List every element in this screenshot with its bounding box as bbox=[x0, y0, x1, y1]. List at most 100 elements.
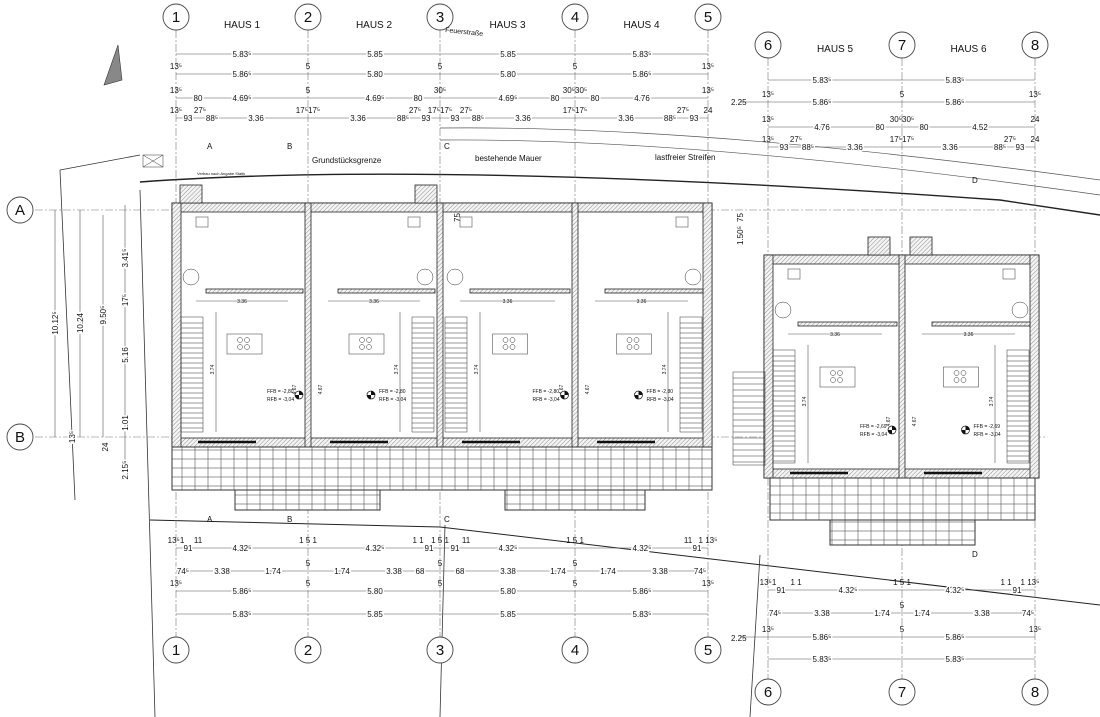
axis-label: 8 bbox=[1031, 684, 1039, 701]
tank bbox=[774, 301, 792, 319]
dim-label: 1.01 bbox=[121, 415, 130, 431]
dim-label: 17⁵ bbox=[121, 294, 130, 306]
dim-label: 1.74 bbox=[334, 567, 350, 576]
raw-floor-level: RFB = -3,04 bbox=[533, 397, 560, 403]
dim-label: 93 bbox=[184, 114, 193, 123]
dim-label: 17⁵17⁵ bbox=[296, 106, 320, 115]
dim-label: 1.74 bbox=[265, 567, 281, 576]
tank bbox=[446, 268, 464, 286]
dim-label: 88⁵ bbox=[206, 114, 218, 123]
axis-marker-5-top: 5 bbox=[694, 3, 722, 31]
kitchen-island bbox=[943, 366, 979, 388]
dim-label: 13⁵ bbox=[1029, 625, 1041, 634]
stair-length-dim: 3.74 bbox=[662, 364, 668, 374]
dim-label: 4.69⁵ bbox=[499, 94, 518, 103]
dim-label: 5 bbox=[900, 625, 905, 634]
side-dim-75b: 75 bbox=[453, 213, 462, 222]
dim-label: 9.50⁵ bbox=[99, 306, 108, 325]
dim-label: 91 bbox=[1013, 586, 1022, 595]
party-wall bbox=[571, 202, 579, 448]
room-width-dim: 3.36 bbox=[830, 332, 840, 338]
axis-label: 3 bbox=[436, 642, 444, 659]
staircase bbox=[411, 316, 435, 433]
dim-label: 13⁵ bbox=[170, 579, 182, 588]
depth-dim: 4.67 bbox=[559, 384, 565, 394]
room-width-dim: 3.36 bbox=[237, 299, 247, 305]
dim-label: 1 5 1 bbox=[893, 578, 911, 587]
shoring-label: Verbau nach Angabe Statik bbox=[197, 171, 245, 176]
axis-marker-4-top: 4 bbox=[561, 3, 589, 31]
axis-label: 8 bbox=[1031, 37, 1039, 54]
lightwell bbox=[909, 236, 933, 256]
axis-marker-3-bottom: 3 bbox=[426, 636, 454, 664]
street-label: Feuerstraße bbox=[445, 27, 484, 38]
dim-label: 93 bbox=[451, 114, 460, 123]
stair-length-dim: 3.74 bbox=[394, 364, 400, 374]
dim-label: 68 bbox=[416, 567, 425, 576]
dim-label: 10.24 bbox=[76, 312, 85, 333]
dim-label: 13⁵1 bbox=[168, 536, 185, 545]
north-arrow-icon bbox=[103, 44, 123, 86]
axis-marker-5-bottom: 5 bbox=[694, 636, 722, 664]
tank bbox=[1011, 301, 1029, 319]
axis-marker-6-top: 6 bbox=[754, 31, 782, 59]
dim-label: 5 bbox=[438, 579, 443, 588]
dim-label: 27⁵ bbox=[1004, 135, 1016, 144]
dim-label: 13⁵ bbox=[68, 431, 77, 443]
tank bbox=[684, 268, 702, 286]
dim-label: 3.38 bbox=[652, 567, 668, 576]
dim-label: 5.83⁵ bbox=[233, 610, 252, 619]
strip-label: lastfreier Streifen bbox=[655, 153, 715, 162]
dim-label: 4.32⁵ bbox=[633, 544, 652, 553]
dim-label: 3.38 bbox=[386, 567, 402, 576]
axis-label: 4 bbox=[571, 9, 579, 26]
dim-label: 1 5 1 bbox=[431, 536, 449, 545]
dim-label: 1 5 1 bbox=[566, 536, 584, 545]
dim-label: 3.36 bbox=[847, 143, 863, 152]
dim-label: 17⁵17⁵ bbox=[563, 106, 587, 115]
dim-label: 3.36 bbox=[515, 114, 531, 123]
dim-label: 88⁵ bbox=[472, 114, 484, 123]
dim-label: 5.83⁵ bbox=[633, 50, 652, 59]
section-c-top: C bbox=[444, 142, 450, 151]
dim-label: 88⁵ bbox=[994, 143, 1006, 152]
terrace bbox=[769, 477, 1036, 521]
section-d-bottom: D bbox=[972, 550, 978, 559]
dim-label: 13⁵ bbox=[762, 625, 774, 634]
dim-label: 13⁵ bbox=[170, 106, 182, 115]
dim-label: 3.38 bbox=[814, 609, 830, 618]
floor-level: FFB = -2,80 bbox=[647, 389, 674, 395]
dim-label: 91 bbox=[451, 544, 460, 553]
dim-label: 5.86⁵ bbox=[813, 98, 832, 107]
dim-label: 13⁵ bbox=[1029, 90, 1041, 99]
dim-label: 30⁵30⁵ bbox=[890, 115, 914, 124]
axis-marker-1-top: 1 bbox=[162, 3, 190, 31]
dim-label: 1.74 bbox=[600, 567, 616, 576]
staircase bbox=[772, 349, 796, 464]
dim-label: 17⁵17⁵ bbox=[890, 135, 914, 144]
axis-label: A bbox=[15, 202, 25, 219]
dim-label: 27⁵ bbox=[790, 135, 802, 144]
staircase bbox=[444, 316, 468, 433]
kitchen-island bbox=[819, 366, 856, 388]
site-lines bbox=[59, 44, 1100, 717]
kitchen-island bbox=[348, 333, 385, 355]
terrace-step bbox=[504, 489, 646, 511]
dim-label: 80 bbox=[414, 94, 423, 103]
dim-label: 3.36 bbox=[248, 114, 264, 123]
terrace-step bbox=[234, 489, 381, 511]
stair-length-dim: 3.74 bbox=[474, 364, 480, 374]
